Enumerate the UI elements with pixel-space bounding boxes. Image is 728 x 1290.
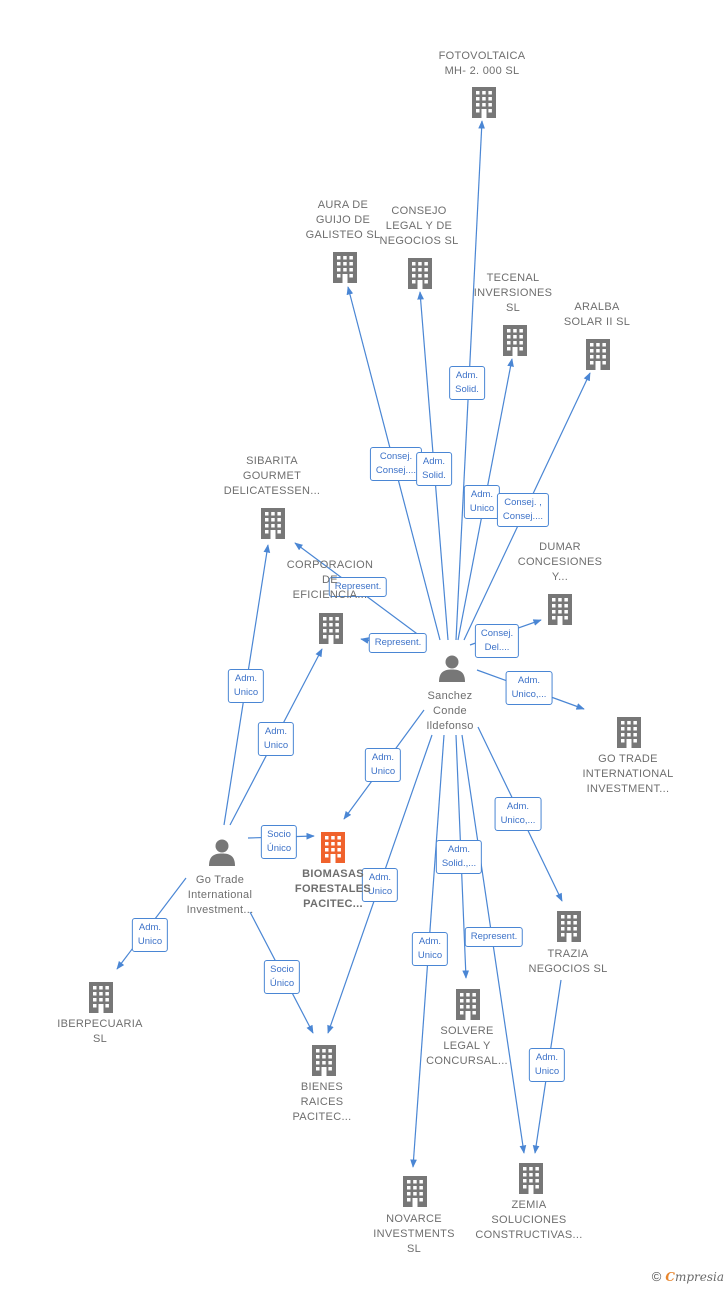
edge-label-sanchez-to-dumar[interactable]: Consej. Del.... <box>474 624 520 658</box>
node-label-trazia[interactable]: TRAZIA NEGOCIOS SL <box>528 948 608 975</box>
node-label-dumar[interactable]: DUMAR CONCESIONES Y... <box>517 541 603 583</box>
edge-label-sanchez-to-trazia[interactable]: Adm. Unico,... <box>494 797 542 831</box>
node-label-aura[interactable]: AURA DE GUIJO DE GALISTEO SL <box>305 199 381 241</box>
node-label-novarce[interactable]: NOVARCE INVESTMENTS SL <box>373 1213 455 1255</box>
node-label-aralba[interactable]: ARALBA SOLAR II SL <box>563 301 631 328</box>
edge-label-sanchez-to-aura[interactable]: Consej. Consej.... <box>369 447 423 481</box>
footer: © Cmpresia <box>652 1269 724 1284</box>
edge-label-sanchez-to-novarce[interactable]: Adm. Unico <box>411 932 449 966</box>
node-label-zemia[interactable]: ZEMIA SOLUCIONES CONSTRUCTIVAS... <box>475 1199 583 1241</box>
edge-label-sanchez-to-sibarita[interactable]: Represent. <box>328 577 388 597</box>
node-label-sibarita[interactable]: SIBARITA GOURMET DELICATESSEN... <box>223 455 321 497</box>
edge-label-sanchez-to-consejo[interactable]: Adm. Solid. <box>416 452 452 486</box>
edge-label-gotrade_person-to-sibarita[interactable]: Adm. Unico <box>227 669 265 703</box>
building-icon-dumar[interactable] <box>546 594 574 625</box>
copyright-symbol: © <box>651 1269 662 1284</box>
node-label-bienes[interactable]: BIENES RAICES PACITEC... <box>292 1081 352 1123</box>
building-icon-fotovoltaica[interactable] <box>470 87 498 118</box>
building-icon-solvere[interactable] <box>454 989 482 1020</box>
edge-label-sanchez-to-aralba[interactable]: Consej. , Consej.... <box>496 493 550 527</box>
building-icon-corporacion[interactable] <box>317 613 345 644</box>
nodes-layer <box>87 87 643 1207</box>
building-icon-aura[interactable] <box>331 252 359 283</box>
person-icon-gotrade_person[interactable] <box>209 839 235 867</box>
node-label-tecenal[interactable]: TECENAL INVERSIONES SL <box>473 272 553 314</box>
edge-label-sanchez-to-bienes[interactable]: Adm. Unico <box>361 868 399 902</box>
logo-letter: C <box>665 1269 675 1284</box>
empresia-logo[interactable]: Cmpresia <box>665 1270 724 1284</box>
logo-text: mpresia <box>674 1269 724 1284</box>
edge-label-sanchez-to-gotrade_sl[interactable]: Adm. Unico,... <box>505 671 553 705</box>
building-icon-bienes[interactable] <box>310 1045 338 1076</box>
person-icon-sanchez[interactable] <box>439 655 465 683</box>
edge-label-sanchez-to-biomasa[interactable]: Adm. Unico <box>364 748 402 782</box>
edge-label-trazia-to-zemia[interactable]: Adm. Unico <box>528 1048 566 1082</box>
edge-label-sanchez-to-fotovoltaica[interactable]: Adm. Solid. <box>449 366 485 400</box>
node-label-gotrade_sl[interactable]: GO TRADE INTERNATIONAL INVESTMENT... <box>582 753 674 795</box>
building-icon-biomasa[interactable] <box>319 832 347 863</box>
edge-label-sanchez-to-zemia[interactable]: Represent. <box>464 927 524 947</box>
building-icon-tecenal[interactable] <box>501 325 529 356</box>
node-label-fotovoltaica[interactable]: FOTOVOLTAICA MH- 2. 000 SL <box>438 50 526 77</box>
edge-label-sanchez-to-tecenal[interactable]: Adm. Unico <box>463 485 501 519</box>
node-label-consejo[interactable]: CONSEJO LEGAL Y DE NEGOCIOS SL <box>379 205 459 247</box>
building-icon-iberpecuaria[interactable] <box>87 982 115 1013</box>
building-icon-sibarita[interactable] <box>259 508 287 539</box>
building-icon-gotrade_sl[interactable] <box>615 717 643 748</box>
edge-label-sanchez-to-corporacion[interactable]: Represent. <box>368 633 428 653</box>
building-icon-aralba[interactable] <box>584 339 612 370</box>
node-label-gotrade_person[interactable]: Go Trade International Investment... <box>186 874 254 916</box>
edge-label-gotrade_person-to-biomasa[interactable]: Socio Único <box>260 825 298 859</box>
node-label-corporacion[interactable]: CORPORACION DE EFICIENCIA... <box>286 559 374 601</box>
node-label-sanchez[interactable]: Sanchez Conde Ildefonso <box>426 690 474 732</box>
edge-label-sanchez-to-solvere[interactable]: Adm. Solid.,... <box>435 840 483 874</box>
building-icon-consejo[interactable] <box>406 258 434 289</box>
node-label-solvere[interactable]: SOLVERE LEGAL Y CONCURSAL... <box>426 1025 508 1067</box>
edge-label-gotrade_person-to-iberpecuaria[interactable]: Adm. Unico <box>131 918 169 952</box>
building-icon-novarce[interactable] <box>401 1176 429 1207</box>
edge-label-gotrade_person-to-corporacion[interactable]: Adm. Unico <box>257 722 295 756</box>
building-icon-trazia[interactable] <box>555 911 583 942</box>
building-icon-zemia[interactable] <box>517 1163 545 1194</box>
node-label-biomasa[interactable]: BIOMASAS FORESTALES PACITEC... <box>294 868 372 910</box>
edge-label-gotrade_person-to-bienes[interactable]: Socio Único <box>263 960 301 994</box>
node-label-iberpecuaria[interactable]: IBERPECUARIA SL <box>57 1018 143 1045</box>
